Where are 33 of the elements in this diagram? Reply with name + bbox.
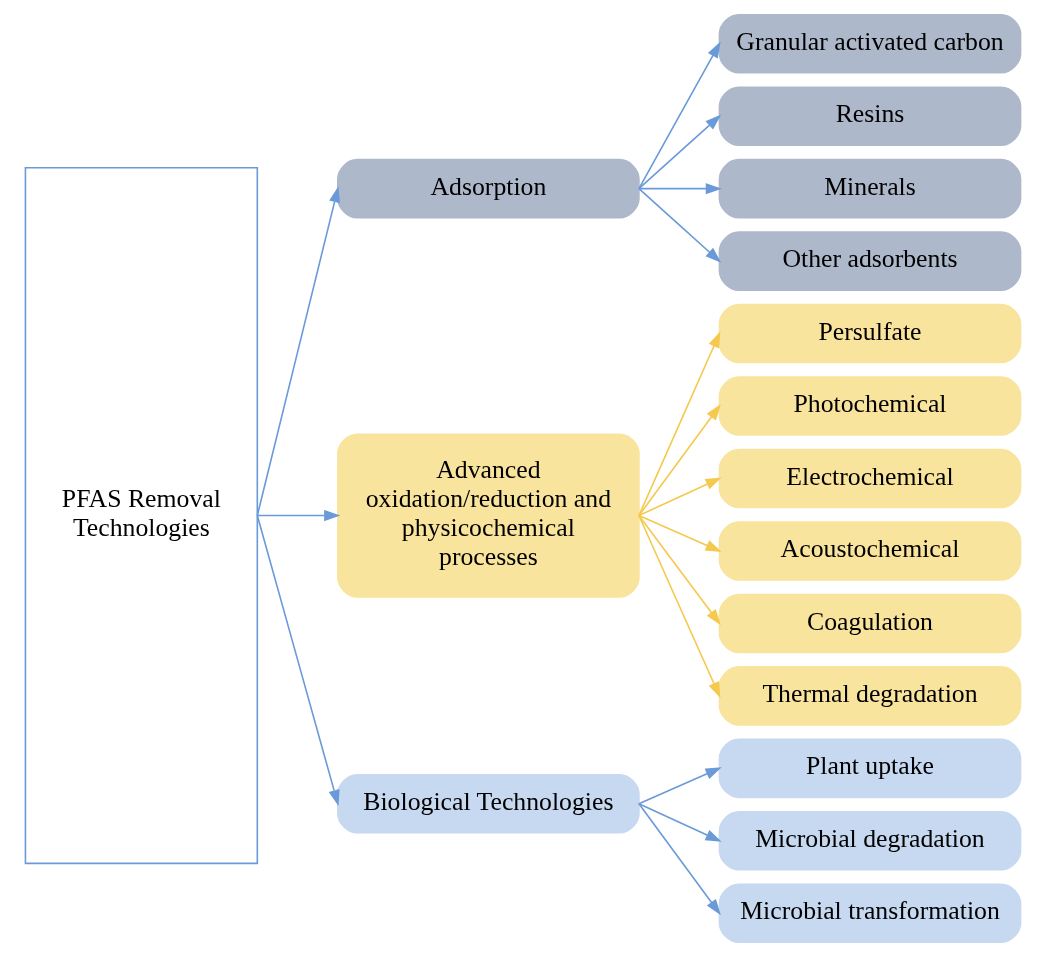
arrow [256, 514, 340, 807]
arrow [637, 514, 720, 699]
node-box: Electrochemical [718, 448, 1021, 509]
node-box: Thermal degradation [718, 666, 1021, 726]
node-box: Granular activated carbon [718, 13, 1021, 74]
node-box: PFAS Removal Technologies [24, 166, 258, 865]
node-box: Microbial transformation [718, 883, 1021, 944]
node-box: Minerals [718, 158, 1021, 219]
node-box: Persulfate [718, 303, 1021, 364]
arrow [637, 404, 721, 517]
node-box: Photochemical [718, 376, 1021, 436]
node-box: Biological Technologies [336, 773, 640, 834]
node-box: Acoustochemical [718, 521, 1021, 581]
arrow [637, 41, 721, 190]
arrow [637, 514, 721, 626]
node-box: Advanced oxidation/reduction and physicochemical processes [336, 433, 640, 598]
arrow [637, 187, 721, 263]
arrow [256, 186, 340, 517]
node-box: Other adsorbents [718, 231, 1021, 291]
arrow [637, 802, 721, 916]
node-box: Adsorption [336, 158, 640, 219]
arrow [637, 114, 721, 190]
arrow [637, 331, 720, 517]
node-box: Coagulation [718, 593, 1021, 654]
arrow [256, 509, 340, 522]
arrow [637, 183, 722, 195]
node-box: Microbial degradation [718, 811, 1021, 871]
arrow [637, 802, 722, 842]
node-box: Plant uptake [718, 738, 1021, 799]
arrow [637, 477, 722, 517]
node-box: Resins [718, 86, 1021, 146]
arrow [637, 767, 722, 805]
arrow [637, 514, 722, 552]
